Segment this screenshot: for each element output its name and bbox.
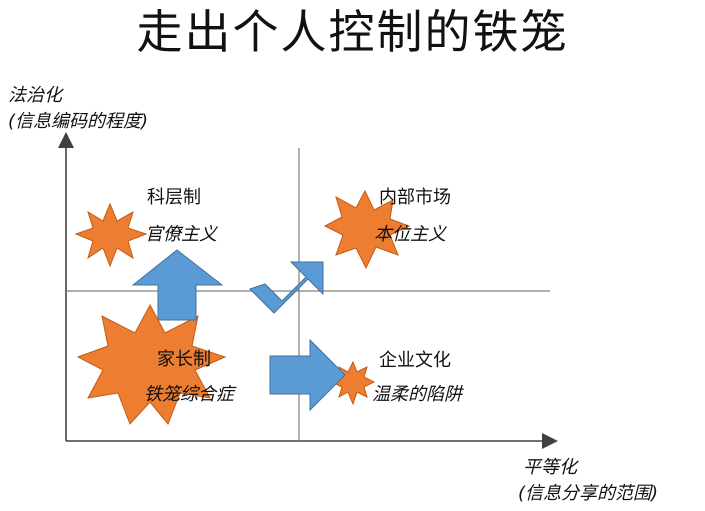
- diagram-title: 走出个人控制的铁笼: [136, 5, 569, 59]
- arrow-up: [131, 249, 224, 321]
- x-axis-sublabel: (信息分享的范围): [518, 483, 659, 504]
- y-axis-label: 法治化: [8, 85, 62, 106]
- starburst-bottom-left: [76, 303, 227, 425]
- quadrant-top-left-name: 科层制: [147, 187, 201, 208]
- quadrant-top-right-name: 内部市场: [379, 187, 451, 208]
- arrow-diagonal: [249, 261, 324, 314]
- starburst-top-left: [74, 202, 148, 268]
- arrow-right: [269, 338, 346, 412]
- starburst-top-right: [323, 189, 411, 270]
- y-axis-sublabel: (信息编码的程度): [8, 111, 149, 132]
- quadrant-bottom-left-trap: 铁笼综合症: [144, 384, 234, 405]
- x-axis-label: 平等化: [523, 457, 577, 478]
- quadrant-top-right-trap: 本位主义: [374, 224, 446, 245]
- quadrant-bottom-right-trap: 温柔的陷阱: [372, 384, 462, 405]
- quadrant-bottom-left-name: 家长制: [157, 349, 211, 370]
- quadrant-bottom-right-name: 企业文化: [379, 350, 451, 371]
- quadrant-top-left-trap: 官僚主义: [145, 224, 217, 245]
